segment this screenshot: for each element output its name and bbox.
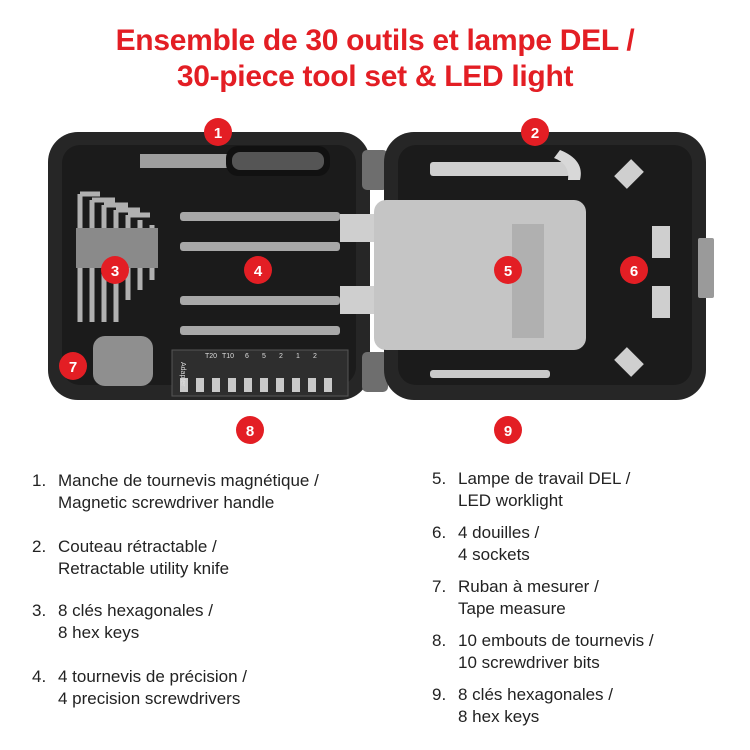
screwdriver-bits [180, 378, 332, 392]
led-worklight [340, 200, 586, 350]
callout-4: 4 [244, 256, 272, 284]
precision-screwdrivers [180, 212, 340, 335]
callout-7: 7 [59, 352, 87, 380]
tool-set-image: Adapter T20 T10 6 5 2 1 2 1 2 3 4 5 [48, 118, 714, 444]
sockets [614, 159, 670, 377]
callout-3: 3 [101, 256, 129, 284]
bit-label: Adapter [179, 362, 186, 387]
bit-label: 5 [262, 353, 266, 360]
hinge-top [362, 150, 388, 190]
bit-label: T10 [222, 353, 234, 360]
utility-knife [430, 150, 581, 180]
hinge-bottom [362, 352, 388, 392]
callout-1: 1 [204, 118, 232, 146]
bit-label: 1 [296, 353, 300, 360]
bit-label: 2 [279, 353, 283, 360]
svg-text:4: 4 [254, 263, 263, 280]
left-tray [62, 145, 356, 385]
screwdriver-handle [140, 146, 330, 176]
page-title-english: 30-piece tool set & LED light [176, 60, 574, 93]
page-title-french: Ensemble de 30 outils et lampe DEL / [115, 24, 635, 57]
latch [698, 238, 714, 298]
callout-9: 9 [494, 416, 522, 444]
callout-5: 5 [494, 256, 522, 284]
svg-text:8: 8 [246, 423, 254, 440]
svg-text:5: 5 [504, 263, 512, 280]
bit-label: T20 [205, 353, 217, 360]
svg-text:7: 7 [69, 359, 77, 376]
hex-keys-right [430, 370, 550, 378]
svg-text:3: 3 [111, 263, 119, 280]
svg-text:2: 2 [531, 125, 539, 142]
bit-labels: Adapter T20 T10 6 5 2 1 2 [179, 353, 317, 387]
bit-label: 6 [245, 353, 249, 360]
svg-text:1: 1 [214, 125, 222, 142]
callout-8: 8 [236, 416, 264, 444]
callout-2: 2 [521, 118, 549, 146]
bit-label: 2 [313, 353, 317, 360]
callout-6: 6 [620, 256, 648, 284]
svg-text:9: 9 [504, 423, 512, 440]
tape-measure [93, 336, 153, 386]
svg-text:6: 6 [630, 263, 638, 280]
